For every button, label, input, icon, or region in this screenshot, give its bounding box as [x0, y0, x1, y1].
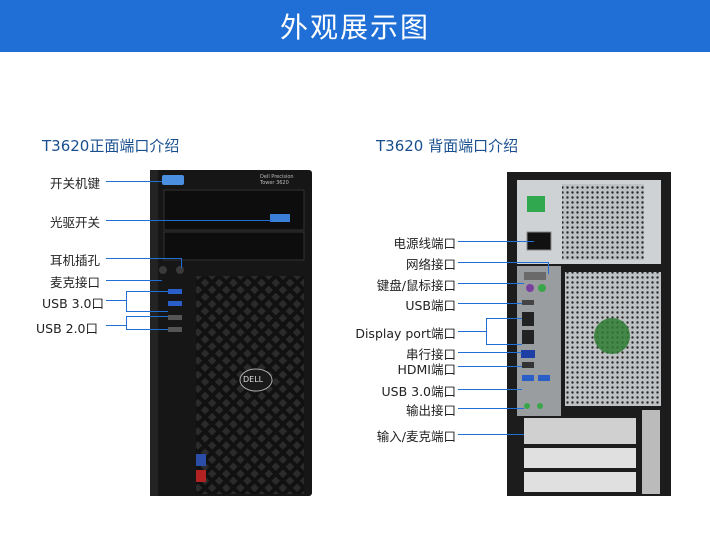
leader-line [126, 316, 127, 329]
label-usb-port: USB端口 [405, 298, 456, 313]
label-serial-port: 串行接口 [405, 347, 456, 362]
label-usb3-port: USB 3.0口 [42, 296, 105, 311]
leader-line [106, 280, 162, 281]
leader-line [126, 311, 168, 312]
leader-line [458, 366, 522, 367]
leader-line [486, 318, 487, 344]
label-usb2-port: USB 2.0口 [36, 321, 99, 336]
leader-line [126, 291, 127, 311]
leader-line [106, 220, 272, 221]
front-brand-text: Dell Precision [260, 174, 294, 180]
leader-line [458, 241, 534, 242]
leader-line [106, 181, 162, 182]
leader-line [458, 434, 524, 435]
header-banner: 外观展示图 [0, 0, 710, 52]
front-section-title: T3620正面端口介绍 [42, 137, 180, 155]
label-power-cord-port: 电源线端口 [393, 236, 456, 251]
label-hdmi-port: HDMI端口 [397, 362, 457, 377]
label-input-mic-port: 输入/麦克端口 [376, 429, 456, 444]
back-section-title: T3620 背面端口介绍 [376, 137, 519, 155]
leader-line [106, 300, 126, 301]
label-optical-switch: 光驱开关 [50, 215, 101, 230]
label-audio-output: 输出接口 [405, 403, 456, 418]
leader-line [548, 262, 549, 274]
leader-line [181, 258, 182, 268]
label-network-port: 网络接口 [405, 257, 456, 272]
leader-line [486, 344, 522, 345]
label-usb3-back-port: USB 3.0端口 [381, 384, 456, 399]
label-displayport: Display port端口 [355, 326, 456, 341]
label-keyboard-mouse-port: 键盘/鼠标接口 [376, 278, 456, 293]
label-headphone-jack: 耳机插孔 [50, 253, 101, 268]
leader-line [458, 408, 524, 409]
leader-line [106, 325, 126, 326]
leader-line [458, 389, 522, 390]
label-power-button: 开关机键 [50, 176, 101, 191]
leader-line [126, 291, 168, 292]
label-mic-port: 麦克接口 [50, 275, 101, 290]
leader-line [486, 318, 522, 319]
leader-line [458, 283, 524, 284]
leader-line [458, 352, 522, 353]
leader-line [458, 262, 548, 263]
leader-line [126, 329, 168, 330]
leader-line [458, 331, 486, 332]
page-title: 外观展示图 [279, 11, 430, 44]
front-model-text: Tower 3620 [260, 180, 289, 186]
leader-line [106, 258, 182, 259]
dell-logo: DELL [243, 375, 264, 384]
leader-line [458, 303, 522, 304]
leader-line [126, 316, 168, 317]
